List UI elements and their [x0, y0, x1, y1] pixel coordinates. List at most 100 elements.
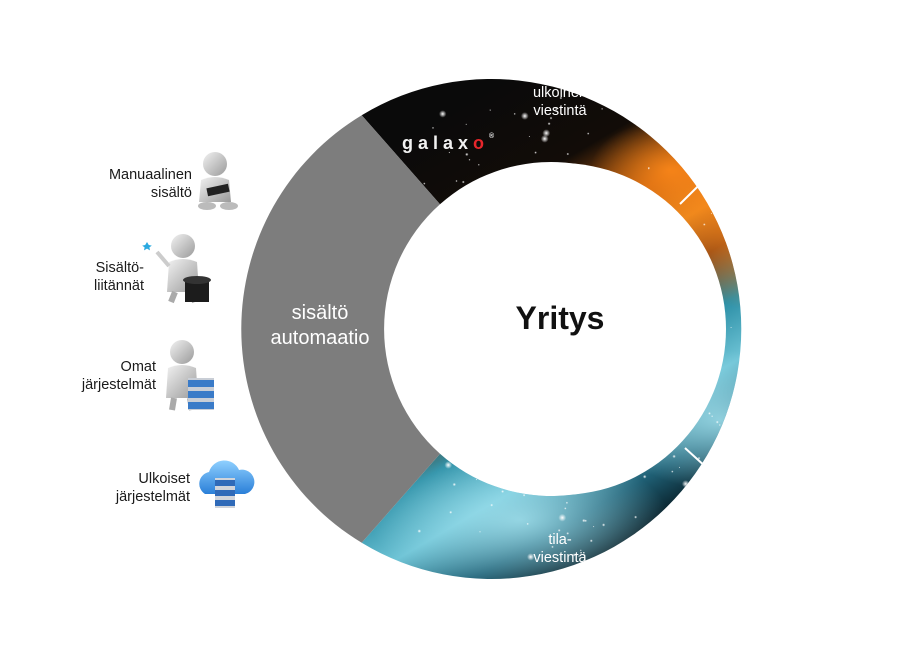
automation-segment: [241, 115, 440, 543]
content-integrations-label: Sisältö-liitännät: [94, 260, 144, 294]
person-database-icon: [166, 340, 214, 411]
star: [764, 260, 766, 262]
star: [490, 503, 494, 507]
star: [549, 116, 553, 120]
star: [572, 553, 576, 557]
star: [770, 276, 772, 278]
star: [449, 510, 453, 514]
star: [489, 109, 492, 111]
star: [736, 394, 740, 397]
star: [461, 180, 465, 184]
star: [708, 412, 711, 415]
star: [423, 182, 426, 185]
star: [681, 480, 690, 488]
star: [551, 545, 554, 549]
star: [547, 122, 551, 126]
star: [719, 458, 722, 462]
space-communication-label: tila- viestintä: [533, 532, 587, 566]
star: [468, 158, 471, 161]
star: [452, 482, 456, 487]
star: [767, 366, 769, 368]
star: [642, 474, 647, 479]
star: [513, 112, 516, 115]
star: [614, 92, 618, 96]
star: [601, 107, 604, 110]
star: [534, 151, 537, 154]
star: [439, 110, 447, 118]
star: [726, 433, 729, 436]
person-magician-hat-icon: [142, 234, 211, 304]
star: [589, 539, 593, 543]
star: [763, 275, 765, 277]
star: [670, 530, 674, 534]
cloud-database-icon: [199, 460, 255, 508]
star: [634, 515, 638, 519]
star: [740, 208, 742, 212]
star: [744, 169, 747, 172]
star: [584, 519, 587, 523]
star: [565, 501, 569, 504]
star: [752, 357, 754, 359]
star: [554, 107, 558, 111]
star: [693, 173, 695, 176]
star: [583, 554, 586, 557]
star: [715, 420, 719, 424]
star: [730, 439, 734, 442]
star: [465, 152, 469, 157]
star: [558, 513, 567, 522]
star: [417, 529, 422, 533]
star: [465, 123, 468, 126]
star: [647, 166, 650, 170]
star: [794, 277, 801, 284]
star: [579, 549, 582, 552]
star: [711, 415, 714, 418]
star: [526, 522, 529, 526]
star: [734, 210, 737, 213]
star: [742, 201, 749, 208]
star: [522, 493, 526, 497]
star: [559, 96, 563, 100]
star: [736, 441, 739, 444]
star: [678, 466, 681, 469]
star: [587, 132, 590, 135]
star: [746, 273, 749, 276]
star: [520, 112, 529, 120]
galaxo-logo: galaxo®: [402, 133, 495, 153]
star: [733, 442, 736, 445]
star: [713, 190, 716, 193]
company-title: Yritys: [515, 300, 605, 336]
divider-line: [679, 117, 768, 205]
star: [742, 349, 744, 351]
star: [747, 391, 750, 394]
star: [501, 490, 505, 493]
star: [557, 529, 561, 532]
content-automation-label: sisältö automaatio: [270, 302, 370, 349]
star: [566, 152, 570, 156]
star: [672, 454, 676, 459]
star: [718, 424, 721, 426]
star: [542, 129, 551, 138]
star: [703, 223, 706, 226]
star: [723, 429, 727, 433]
center-circle: [394, 163, 726, 495]
star: [783, 276, 791, 284]
star: [714, 487, 722, 496]
star: [615, 109, 618, 112]
star: [709, 200, 712, 203]
star: [787, 400, 795, 408]
star: [477, 163, 480, 166]
divider-line: [684, 447, 774, 529]
star: [455, 179, 458, 183]
star: [578, 555, 580, 558]
star: [688, 531, 692, 535]
internal-communication-label: sisäinen viestintä: [763, 308, 817, 342]
star: [527, 553, 535, 561]
star: [700, 467, 705, 472]
star: [671, 470, 674, 473]
star: [566, 532, 570, 535]
external-communication-label: ulkoinen viestintä: [532, 85, 587, 119]
star: [769, 441, 772, 444]
